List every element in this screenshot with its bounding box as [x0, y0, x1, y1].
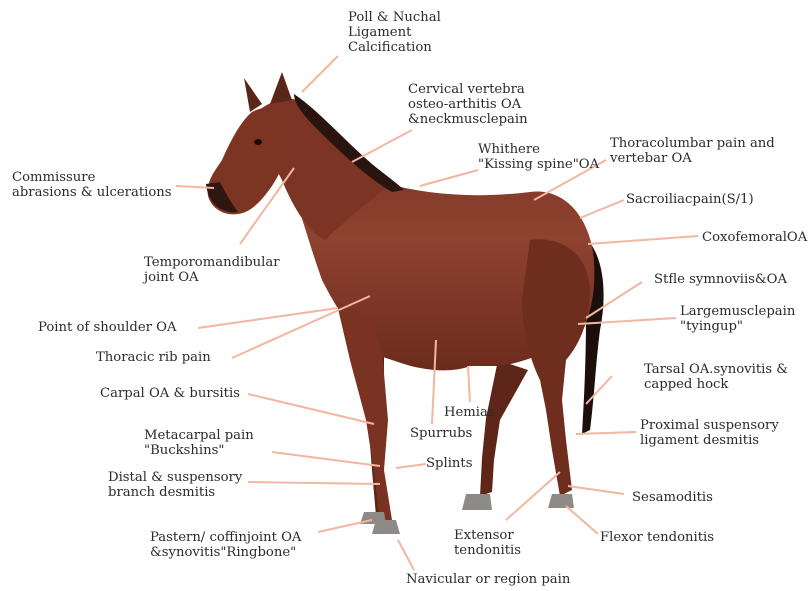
far-hind-hoof [462, 494, 492, 510]
leader-coxofemoral [588, 236, 698, 244]
label-hernias: Hemias [444, 405, 495, 420]
label-commissure: Commissure abrasions & ulcerations [12, 170, 172, 200]
horse-right-ear [270, 72, 292, 104]
near-hind-hoof [548, 494, 574, 508]
leader-navicular [398, 540, 414, 570]
label-carpal: Carpal OA & bursitis [100, 386, 240, 401]
leader-shoulder [198, 308, 338, 328]
leader-hernias [468, 366, 470, 402]
horse-left-ear [244, 78, 262, 112]
horse-near-hind-leg [522, 239, 590, 496]
leader-metacarpal [272, 452, 380, 466]
label-cervical: Cervical vertebra osteo-arthitis OA &nec… [408, 82, 528, 127]
label-tarsal: Tarsal OA.synovitis & capped hock [644, 362, 788, 392]
label-splints: Splints [426, 456, 472, 471]
label-temporomandibular: Temporomandibular joint OA [144, 255, 280, 285]
leader-sacroiliac [580, 200, 624, 218]
label-proximal: Proximal suspensory ligament desmitis [640, 418, 779, 448]
label-rib: Thoracic rib pain [96, 350, 211, 365]
label-flexor: Flexor tendonitis [600, 530, 714, 545]
horse-eye [254, 139, 262, 145]
leader-sesamoiditis [568, 486, 624, 494]
leader-cervical [352, 130, 412, 162]
horse-far-hind-leg [480, 360, 528, 496]
leader-whithere [420, 170, 478, 186]
leader-splints [396, 464, 426, 468]
label-pastern: Pastern/ coffinjoint OA &synovitis"Ringb… [150, 530, 301, 560]
label-metacarpal: Metacarpal pain "Buckshins" [144, 428, 254, 458]
leader-poll [302, 56, 338, 92]
label-coxofemoral: CoxofemoralOA [702, 230, 807, 245]
label-sesamoiditis: Sesamoditis [632, 490, 713, 505]
label-extensor: Extensor tendonitis [454, 528, 521, 558]
label-poll: Poll & Nuchal Ligament Calcification [348, 10, 441, 55]
leader-carpal [248, 394, 374, 424]
leader-flexor [566, 506, 598, 534]
label-navicular: Navicular or region pain [406, 572, 570, 587]
label-sacroiliac: Sacroiliacpain(S/1) [626, 192, 754, 207]
label-shoulder: Point of shoulder OA [38, 320, 176, 335]
label-largemuscle: Largemusclepain "tyingup" [680, 304, 795, 334]
leader-distal [248, 482, 380, 484]
label-thoracolumbar: Thoracolumbar pain and vertebar OA [610, 136, 775, 166]
label-stifle: Stfle symnoviis&OA [654, 272, 787, 287]
label-spurrubs: Spurrubs [410, 426, 472, 441]
label-distal: Distal & suspensory branch desmitis [108, 470, 242, 500]
label-whithere: Whithere "Kissing spine"OA [478, 142, 599, 172]
leader-pastern [318, 520, 372, 532]
